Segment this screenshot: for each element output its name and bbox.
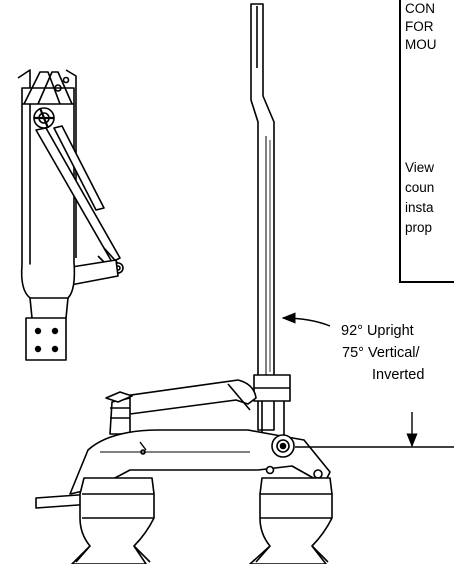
angle-leaders: [281, 312, 454, 448]
note-line: MOU: [405, 37, 437, 52]
upright-angle-label: 92° Upright: [341, 323, 414, 339]
inverted-label: Inverted: [372, 367, 425, 383]
note-line: insta: [405, 200, 434, 215]
note-line: FOR: [405, 19, 434, 34]
vertical-angle-label: 75° Vertical/: [342, 345, 420, 361]
note-line: coun: [405, 180, 435, 195]
note-line: prop: [405, 220, 433, 235]
mast-column: [250, 3, 291, 446]
note-line: View: [405, 160, 435, 175]
mount-base: [35, 379, 333, 564]
folded-mount-view: [17, 69, 124, 361]
note-box: CON FOR MOU View coun insta prop: [399, 0, 454, 283]
note-line: CON: [405, 1, 435, 16]
